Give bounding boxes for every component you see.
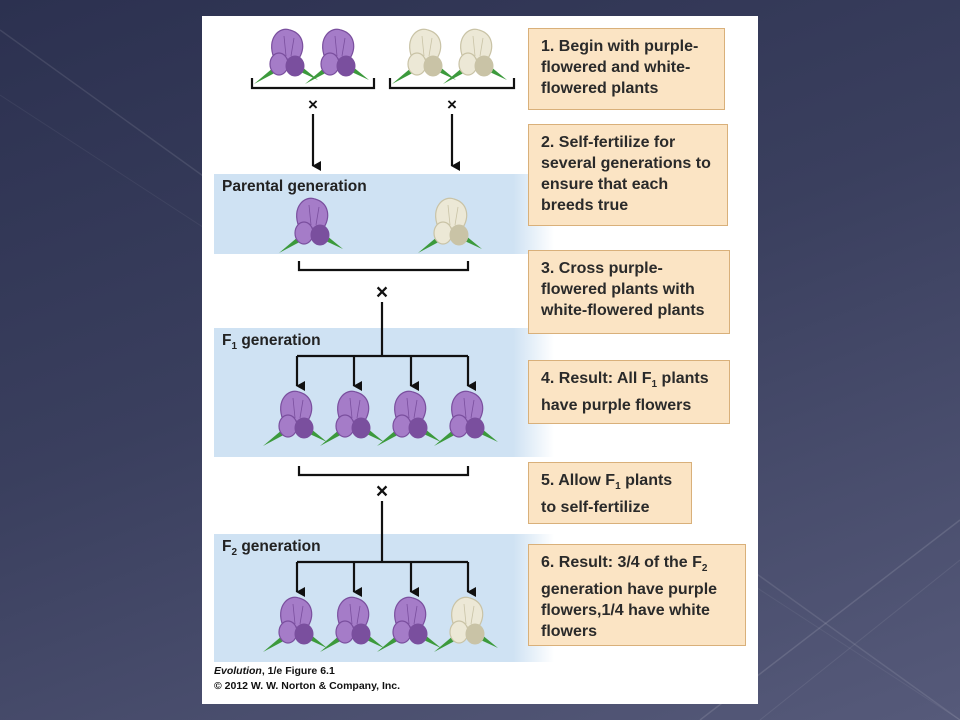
purple-pea-flower-icon <box>320 390 384 446</box>
cross-symbol: × <box>447 95 457 114</box>
step-4-text: 4. Result: All F1 plants have purple flo… <box>541 370 709 415</box>
step-3-box: 3. Cross purple-flowered plants with whi… <box>528 250 730 334</box>
purple-pea-flower-icon <box>263 390 327 446</box>
step-3-text: 3. Cross purple-flowered plants with whi… <box>541 260 705 319</box>
cross-symbol: × <box>376 281 388 304</box>
white-pea-flower-icon <box>392 28 456 84</box>
purple-pea-flower-icon <box>377 390 441 446</box>
purple-pea-flower-icon <box>320 596 384 652</box>
step-2-text: 2. Self-fertilize for several generation… <box>541 134 711 214</box>
f2-generation-band: F2 generation <box>214 534 554 662</box>
copyright-line: © 2012 W. W. Norton & Company, Inc. <box>214 680 401 692</box>
white-pea-flower-icon <box>434 596 498 652</box>
step-1-box: 1. Begin with purple-flowered and white-… <box>528 28 725 110</box>
step-6-text: 6. Result: 3/4 of the F2 generation have… <box>541 554 718 641</box>
f1-cross-bracket <box>297 466 470 477</box>
white-pea-flower-icon <box>443 28 507 84</box>
step-5-box: 5. Allow F1 plants to self-fertilize <box>528 462 692 524</box>
cross-symbol: × <box>308 95 318 114</box>
parental-generation-band: Parental generation <box>214 174 554 254</box>
purple-pea-flower-icon <box>254 28 318 84</box>
purple-self-bracket <box>250 78 376 90</box>
purple-pea-flower-icon <box>305 28 369 84</box>
parental-generation-label: Parental generation <box>222 178 367 195</box>
parental-cross-bracket <box>297 261 470 272</box>
step-2-box: 2. Self-fertilize for several generation… <box>528 124 728 226</box>
f1-generation-band: F1 generation <box>214 328 554 457</box>
step-5-text: 5. Allow F1 plants to self-fertilize <box>541 472 673 517</box>
figure-panel: Parental generation F1 generation F2 gen… <box>202 16 758 704</box>
step-1-text: 1. Begin with purple-flowered and white-… <box>541 38 699 97</box>
white-self-bracket <box>388 78 516 90</box>
step-6-box: 6. Result: 3/4 of the F2 generation have… <box>528 544 746 646</box>
figure-credit: Evolution, 1/e Figure 6.1 © 2012 W. W. N… <box>214 664 400 694</box>
purple-pea-flower-icon <box>434 390 498 446</box>
purple-pea-flower-icon <box>377 596 441 652</box>
book-title: Evolution <box>214 665 262 677</box>
figure-number: , 1/e Figure 6.1 <box>261 665 335 677</box>
f1-generation-label: F1 generation <box>222 332 321 353</box>
step-4-box: 4. Result: All F1 plants have purple flo… <box>528 360 730 424</box>
purple-pea-flower-icon <box>279 197 343 253</box>
cross-symbol: × <box>376 480 388 503</box>
cross-diagram-lines: × × × × <box>250 28 516 652</box>
purple-pea-flower-icon <box>263 596 327 652</box>
f2-generation-label: F2 generation <box>222 538 321 559</box>
white-pea-flower-icon <box>418 197 482 253</box>
